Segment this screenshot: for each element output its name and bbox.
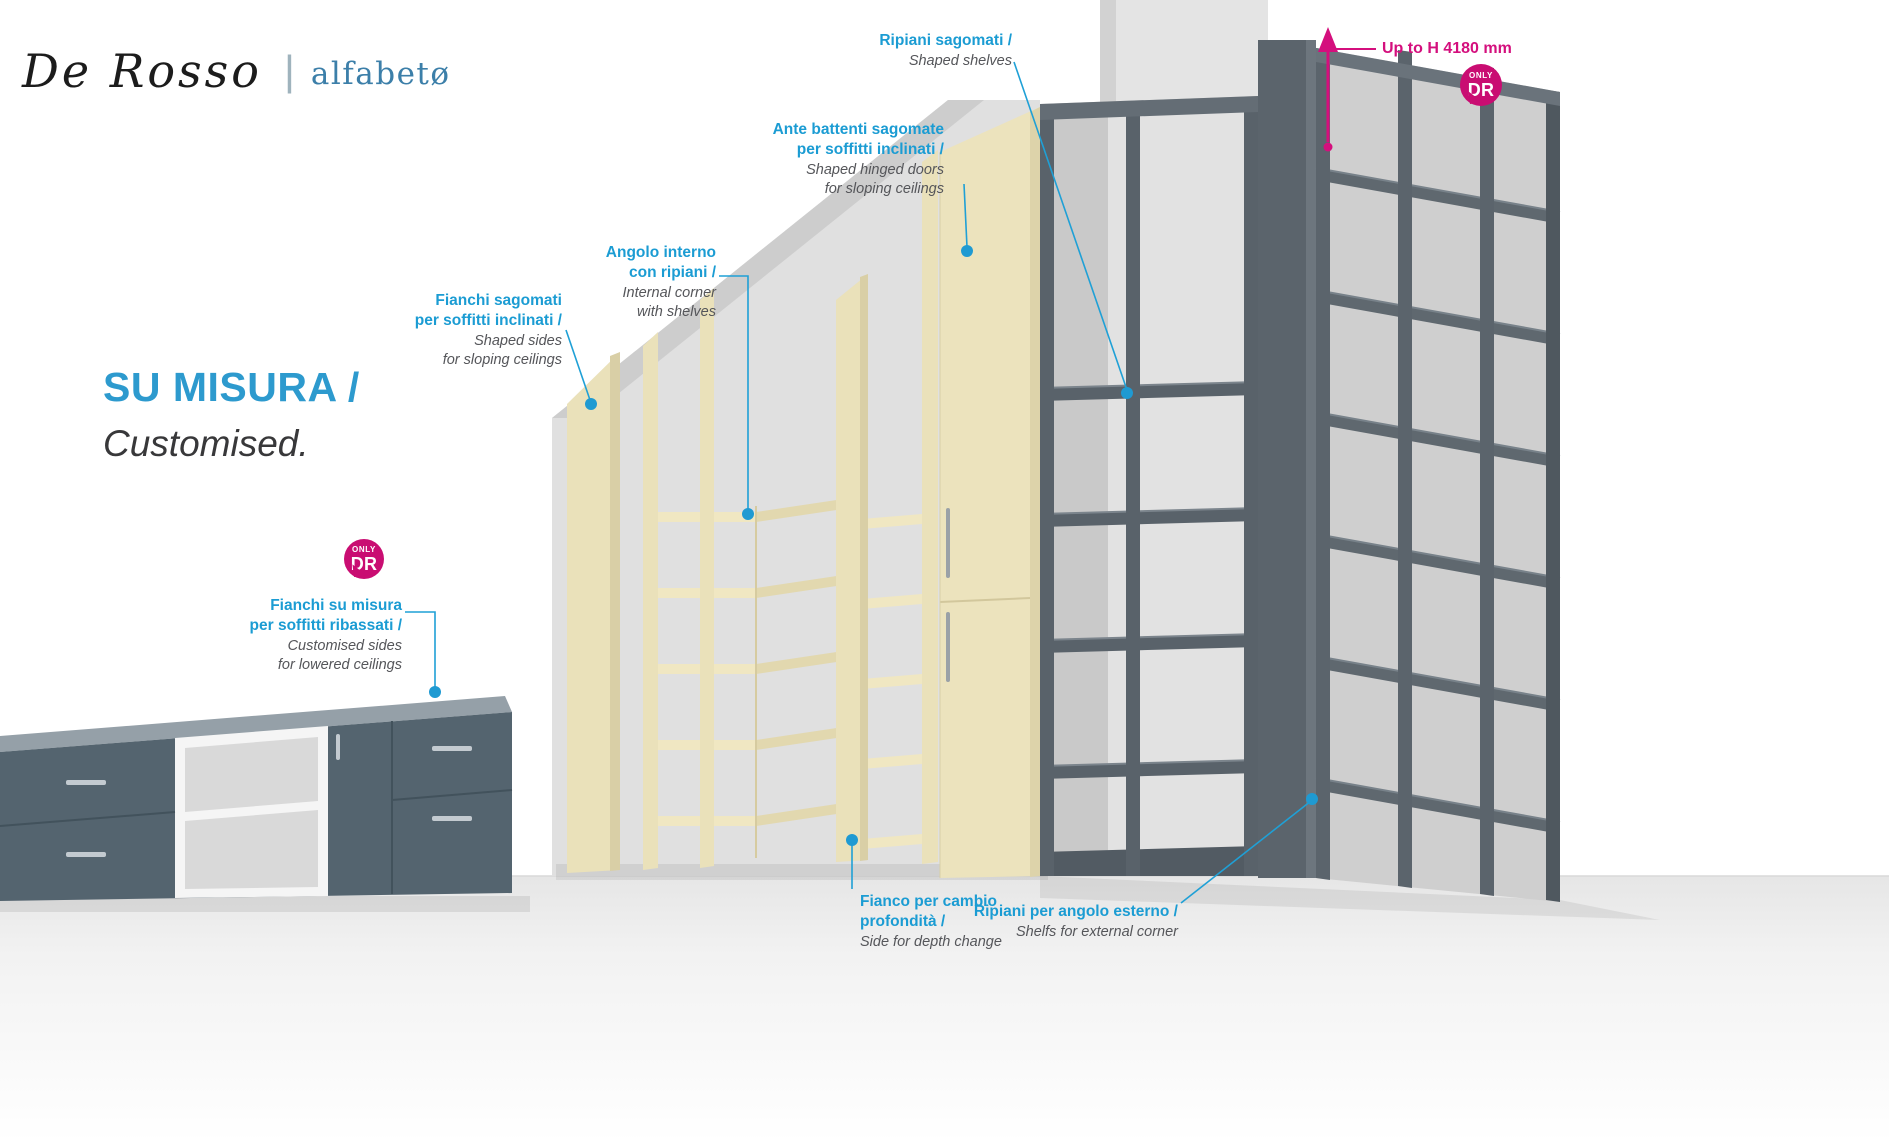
page-title: SU MISURA / (103, 364, 360, 410)
brand-separator: | (283, 47, 295, 94)
floor (0, 876, 1889, 1142)
collection-name: alfabetø (310, 56, 451, 92)
connector-fianchi-su-misura (405, 611, 436, 688)
height-arrow (1318, 27, 1376, 152)
only-dr-badge: ONLY DR (344, 539, 384, 579)
callout-label-it: Fianchi su misura per soffitti ribassati… (249, 597, 402, 635)
connector-fianchi-sagomati (565, 329, 591, 401)
only-dr-badge: ONLY DR (1460, 64, 1502, 106)
callout-label-en: Shaped sides for sloping ceilings (442, 333, 562, 369)
callout-ante-battenti: Ante battenti sagomate per soffitti incl… (773, 120, 944, 199)
callout-label-en: Shaped shelves (908, 53, 1012, 70)
cream-wardrobe-render (556, 107, 1048, 880)
callout-label-en: Internal corner with shelves (622, 285, 717, 321)
connector-ripiani-sagomati (1013, 61, 1128, 391)
height-callout-label: Up to H 4180 mm (1382, 40, 1512, 57)
callout-label-it: Ante battenti sagomate per soffitti incl… (772, 121, 944, 159)
badge-only-text: ONLY (352, 545, 376, 555)
connector-ripiani-angolo-esterno (1180, 800, 1312, 904)
brand-header: De Rosso | alfabetø (22, 44, 451, 98)
brand-logo: De Rosso (22, 44, 262, 98)
badge-dr-text: DR (350, 553, 378, 574)
dot-ripiani-angolo-esterno (1306, 793, 1318, 805)
callout-label-en: Customised sides for lowered ceilings (277, 638, 402, 674)
height-arrow-head-icon (1318, 27, 1338, 52)
connector-ante-battenti (963, 183, 968, 248)
page-subtitle: Customised. (103, 423, 309, 464)
callout-label-it: Fianchi sagomati per soffitti inclinati … (414, 292, 562, 330)
dark-shelving-render (1039, 40, 1660, 920)
callout-label-en: Shelfs for external corner (1016, 924, 1178, 941)
callout-ripiani-angolo-esterno: Ripiani per angolo esterno / Shelfs for … (974, 902, 1178, 942)
callout-fianchi-su-misura: Fianchi su misura per soffitti ribassati… (250, 596, 402, 675)
callout-fianchi-sagomati: Fianchi sagomati per soffitti inclinati … (415, 291, 562, 370)
callout-label-it: Fianco per cambio profondità / (860, 893, 997, 931)
sideboard-render (0, 696, 530, 912)
dot-fianco-cambio (846, 834, 858, 846)
callout-label-it: Ripiani sagomati / (879, 32, 1012, 49)
callout-label-en: Side for depth change (860, 934, 1002, 951)
dot-fianchi-su-misura (429, 686, 441, 698)
dot-ripiani-sagomati (1121, 387, 1133, 399)
callout-ripiani-sagomati: Ripiani sagomati / Shaped shelves (879, 31, 1012, 71)
callout-angolo-interno: Angolo interno con ripiani / Internal co… (606, 243, 716, 322)
dot-fianchi-sagomati (585, 398, 597, 410)
badge-dr-text: DR (1467, 79, 1495, 100)
callout-fianco-cambio: Fianco per cambio profondità / Side for … (860, 892, 1002, 952)
connector-angolo-interno (719, 275, 749, 511)
dot-angolo-interno (742, 508, 754, 520)
dot-ante-battenti (961, 245, 973, 257)
callout-label-it: Angolo interno con ripiani / (605, 244, 716, 282)
height-arrow-dot (1323, 142, 1333, 152)
badge-only-text: ONLY (1469, 71, 1493, 81)
callout-label-it: Ripiani per angolo esterno / (973, 903, 1178, 920)
callout-label-en: Shaped hinged doors for sloping ceilings (806, 162, 944, 198)
page-title-block: SU MISURA / Customised. (103, 364, 360, 465)
